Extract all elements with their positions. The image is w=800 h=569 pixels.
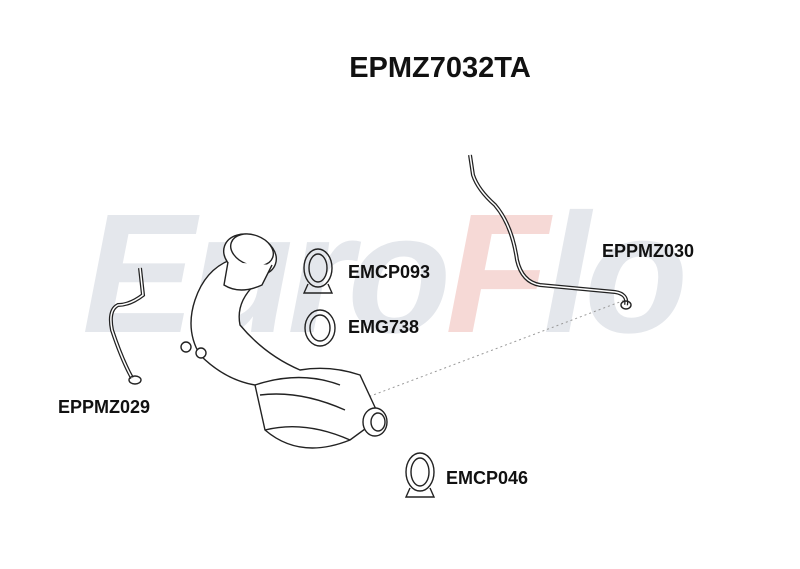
leader-line	[359, 299, 626, 401]
catalytic-converter[interactable]	[180, 227, 388, 449]
part-label-emg738: EMG738	[348, 317, 420, 337]
clamp-emcp046[interactable]	[404, 452, 436, 498]
watermark-text: lo	[543, 179, 688, 369]
pipe-eppmz029[interactable]	[108, 267, 146, 385]
part-label-eppmz029: EPPMZ029	[58, 397, 151, 417]
page-title: EPMZ7032TA	[349, 52, 531, 84]
part-label-eppmz030: EPPMZ030	[602, 241, 695, 261]
part-label-emcp093: EMCP093	[348, 262, 431, 282]
euroflo-watermark: EuroFlo	[82, 176, 688, 372]
clamp-emcp093[interactable]	[302, 248, 334, 294]
gasket-emg738[interactable]	[304, 309, 336, 347]
pipe-eppmz030[interactable]	[468, 154, 632, 310]
part-label-emcp046: EMCP046	[446, 468, 529, 488]
